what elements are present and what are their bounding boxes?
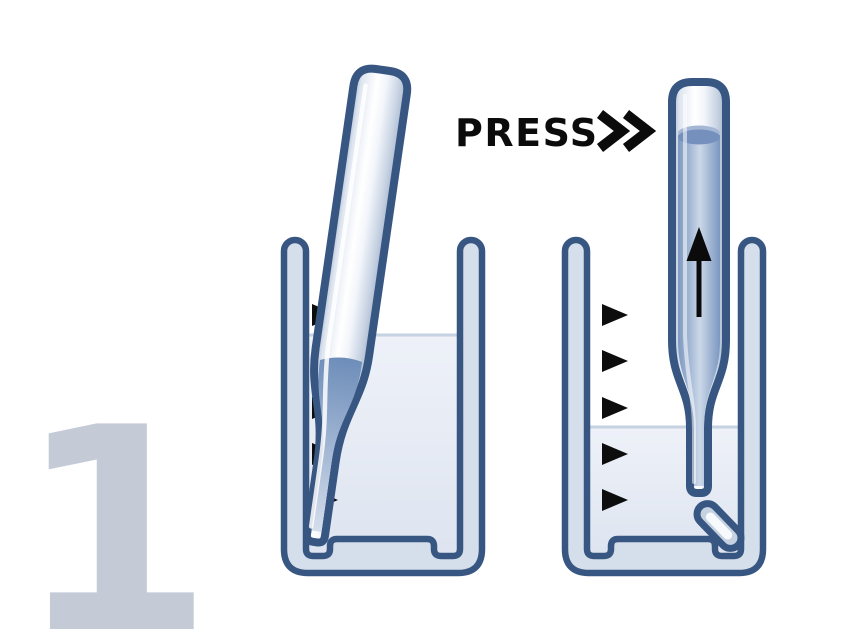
arrow-up-icon — [686, 227, 712, 317]
vertical-capillary-tube — [668, 78, 730, 497]
press-label: PRESS — [455, 111, 599, 155]
level-marker-icon — [602, 350, 628, 372]
level-marker-icon — [602, 443, 628, 465]
level-marker-icon — [602, 397, 628, 419]
left-liquid-level-line — [306, 333, 460, 337]
tip-piece-bore — [705, 512, 733, 540]
level-marker-icon — [602, 489, 628, 511]
capillary-tip-piece — [693, 500, 745, 552]
vertical-tube-highlight — [683, 94, 696, 484]
right-level-markers — [602, 304, 628, 511]
tilted-tube-highlight — [308, 83, 368, 529]
double-chevron-right-icon — [596, 110, 657, 152]
left-beaker — [280, 236, 486, 577]
meniscus-surface — [678, 129, 720, 145]
tilted-capillary-tube — [302, 64, 412, 547]
right-liquid-level-line — [587, 425, 741, 429]
step-number: 1 — [17, 367, 207, 644]
level-marker-icon — [602, 304, 628, 326]
press-annotation: PRESS — [455, 110, 657, 155]
